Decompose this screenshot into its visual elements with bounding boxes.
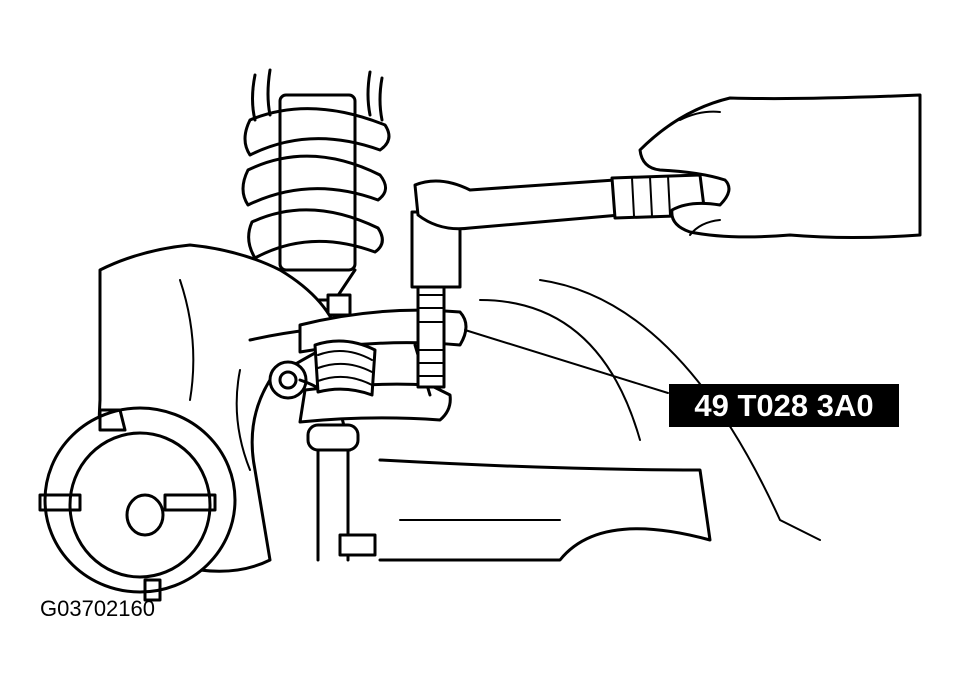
puller-icon [298, 280, 468, 424]
leader-line [464, 329, 669, 394]
stabilizer-link-icon [306, 423, 377, 562]
figure-id: G03702160 [40, 596, 155, 621]
wrench-icon [410, 173, 707, 289]
lower-arm-icon [378, 279, 821, 562]
hub-icon [38, 406, 237, 602]
coil-spring-icon [241, 68, 391, 317]
tool-number-label: 49 T028 3A0 [669, 384, 899, 427]
hand-icon [638, 93, 922, 239]
